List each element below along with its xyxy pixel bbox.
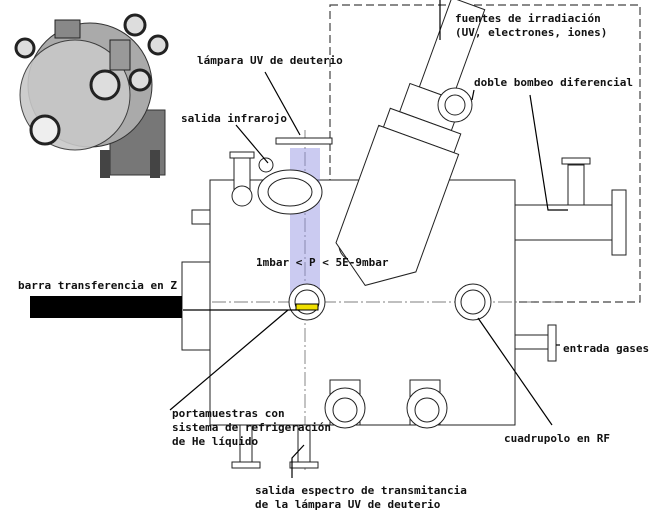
label-transfer-rod: barra transferencia en Z [18, 279, 177, 292]
label-differential-pumping: doble bombeo diferencial [474, 76, 633, 89]
label-sources-1: fuentes de irradiación [455, 12, 601, 25]
right-flange [611, 189, 627, 256]
label-transmittance-2: de la lámpara UV de deuterio [255, 498, 441, 511]
uv-lamp-flange [275, 137, 333, 145]
label-ir-output: salida infrarojo [181, 112, 287, 125]
left-flange [181, 261, 211, 351]
transfer-rod [30, 296, 182, 318]
ir-output-port [257, 169, 323, 215]
differential-pumping-port [437, 87, 473, 123]
label-transmittance-1: salida espectro de transmitancia [255, 484, 467, 497]
label-pressure: 1mbar < P < 5E-9mbar [256, 256, 389, 269]
label-sample-holder-1: portamuestras con [172, 407, 285, 420]
label-quadrupole: cuadrupolo en RF [504, 432, 610, 445]
label-uv-lamp: lámpara UV de deuterio [197, 54, 343, 67]
chamber-3d-render [3, 0, 178, 178]
sample [295, 303, 319, 311]
sample-holder-port [288, 283, 326, 321]
gas-inlet-flange [547, 324, 557, 362]
label-sample-holder-2: sistema de refrigeración [172, 421, 331, 434]
label-sources-2: (UV, electrones, iones) [455, 26, 607, 39]
irradiation-source [335, 0, 486, 286]
label-sample-holder-3: de He líquido [172, 435, 258, 448]
quadrupole-port [454, 283, 492, 321]
label-gas-inlet: entrada gases [563, 342, 649, 355]
